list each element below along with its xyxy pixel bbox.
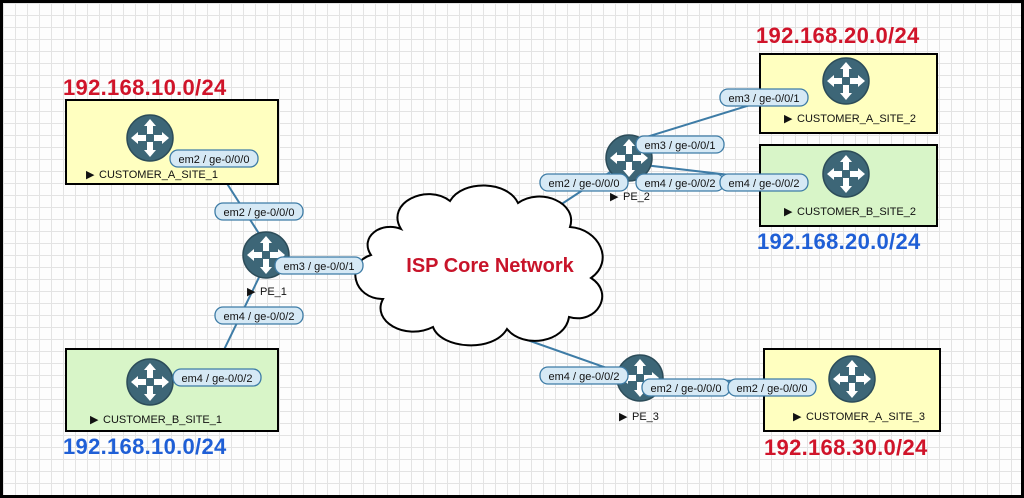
subnet-label-site-a3: 192.168.30.0/24	[764, 435, 928, 460]
node-label-pe-1: PE_1	[260, 286, 287, 298]
router-icon[interactable]	[828, 355, 876, 403]
triangle-right-icon: ▶	[619, 411, 628, 423]
triangle-right-icon: ▶	[247, 286, 256, 298]
interface-label: em4 / ge-0/0/2	[182, 373, 253, 385]
subnet-label-site-b2: 192.168.20.0/24	[757, 229, 921, 254]
router-icon[interactable]	[822, 150, 870, 198]
triangle-right-icon: ▶	[784, 206, 793, 218]
triangle-right-icon: ▶	[610, 191, 619, 203]
interface-label: em4 / ge-0/0/2	[729, 178, 800, 190]
subnet-label-site-a2: 192.168.20.0/24	[756, 23, 920, 48]
triangle-right-icon: ▶	[784, 113, 793, 125]
node-label-customer-a-site-1: CUSTOMER_A_SITE_1	[99, 169, 218, 181]
interface-label: em4 / ge-0/0/2	[549, 371, 620, 383]
interface-label: em2 / ge-0/0/0	[737, 383, 808, 395]
node-label-customer-b-site-2: CUSTOMER_B_SITE_2	[797, 206, 916, 218]
node-label-pe-3: PE_3	[632, 411, 659, 423]
subnet-label-site-a1: 192.168.10.0/24	[63, 75, 227, 100]
interface-label: em2 / ge-0/0/0	[549, 178, 620, 190]
router-icon[interactable]	[126, 358, 174, 406]
cloud-label: ISP Core Network	[406, 255, 574, 277]
interface-label: em2 / ge-0/0/0	[179, 154, 250, 166]
node-label-customer-a-site-2: CUSTOMER_A_SITE_2	[797, 113, 916, 125]
interface-label: em3 / ge-0/0/1	[645, 140, 716, 152]
subnet-label-site-b1: 192.168.10.0/24	[63, 434, 227, 459]
topology-diagram: ISP Core Network ▶ CUSTOMER_A_SITE_1 ▶ C…	[63, 23, 941, 460]
node-label-customer-b-site-1: CUSTOMER_B_SITE_1	[103, 414, 222, 426]
node-label-customer-a-site-3: CUSTOMER_A_SITE_3	[806, 411, 925, 423]
interface-label: em4 / ge-0/0/2	[645, 178, 716, 190]
router-icon[interactable]	[126, 114, 174, 162]
cloud-icon	[354, 184, 604, 347]
interface-label: em3 / ge-0/0/1	[284, 261, 355, 273]
triangle-right-icon: ▶	[793, 411, 802, 423]
triangle-right-icon: ▶	[86, 169, 95, 181]
interface-label: em2 / ge-0/0/0	[651, 383, 722, 395]
interface-label: em4 / ge-0/0/2	[224, 311, 295, 323]
triangle-right-icon: ▶	[90, 414, 99, 426]
router-icon[interactable]	[822, 57, 870, 105]
interface-label: em3 / ge-0/0/1	[729, 93, 800, 105]
node-label-pe-2: PE_2	[623, 191, 650, 203]
interface-label: em2 / ge-0/0/0	[224, 207, 295, 219]
